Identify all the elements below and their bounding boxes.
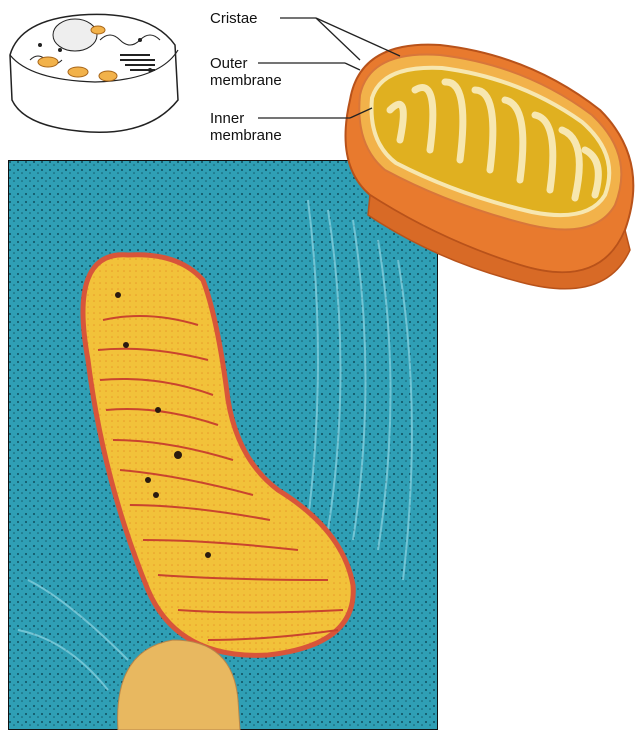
leader-lines xyxy=(0,0,639,160)
